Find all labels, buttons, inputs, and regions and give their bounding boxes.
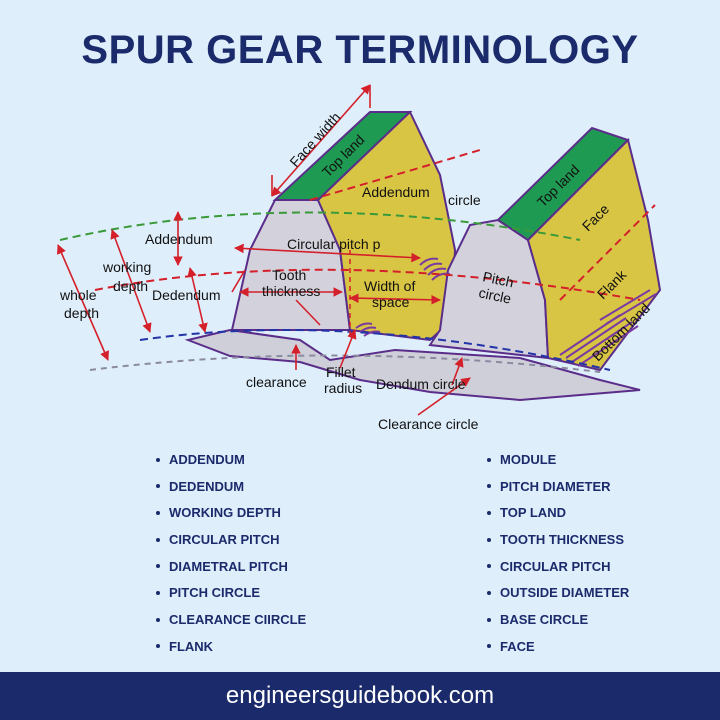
term-text: BASE CIRCLE (500, 612, 589, 628)
bullet-icon (156, 457, 160, 462)
dendum-circle-label: Dendum circle (376, 376, 466, 392)
term-text: WORKING DEPTH (169, 505, 281, 521)
clearance-circle-line (89, 354, 601, 373)
extra-red-dash-2 (559, 204, 656, 301)
addendum-circle-label: Addendum (362, 184, 430, 200)
bullet-icon (156, 484, 160, 489)
dedendum-label: Dedendum (152, 287, 221, 303)
whole-label: whole (59, 287, 97, 303)
term-item: CIRCULAR PITCH (487, 559, 629, 586)
terms-list-right: MODULE PITCH DIAMETER TOP LAND TOOTH THI… (487, 452, 629, 666)
term-item: PITCH CIRCLE (156, 585, 306, 612)
bullet-icon (487, 537, 491, 542)
fillet-label: Fillet (326, 364, 356, 380)
term-item: DEDENDUM (156, 479, 306, 506)
addendum-label: Addendum (145, 231, 213, 247)
bullet-icon (156, 564, 160, 569)
working-depth-label: depth (113, 278, 148, 294)
circle-label: circle (448, 192, 481, 208)
clearance-circle-label: Clearance circle (378, 416, 479, 432)
whole-depth-label: depth (64, 305, 99, 321)
width-of-label: Width of (364, 278, 415, 294)
term-text: FACE (500, 638, 535, 654)
working-label: working (102, 259, 151, 275)
footer-website: engineersguidebook.com (225, 682, 495, 709)
circular-pitch-label: Circular pitch p (287, 236, 381, 252)
gear-base (184, 328, 641, 402)
pitch-label: Pitch (481, 268, 515, 290)
bullet-icon (487, 591, 491, 595)
term-item: WORKING DEPTH (156, 505, 306, 532)
bullet-icon (156, 510, 160, 515)
bullet-icon (156, 591, 160, 595)
dedendum-circle-line (139, 329, 611, 371)
term-text: DEDENDUM (169, 478, 245, 494)
terms-list-left: ADDENDUM DEDENDUM WORKING DEPTH CIRCULAR… (156, 452, 306, 666)
bullet-icon (156, 537, 160, 542)
term-item: PITCH DIAMETER (487, 479, 629, 506)
term-item: MODULE (487, 452, 629, 479)
bullet-icon (487, 510, 491, 515)
term-text: FLANK (169, 638, 214, 654)
term-text: MODULE (500, 452, 557, 467)
term-text: CLEARANCE CIIRCLE (169, 612, 307, 628)
term-text: CIRCULAR PITCH (169, 532, 280, 548)
bullet-icon (487, 644, 491, 649)
pitch-circle-label: circle (477, 284, 512, 306)
term-item: CIRCULAR PITCH (156, 532, 306, 559)
term-item: FLANK (156, 639, 306, 666)
term-text: TOP LAND (500, 505, 566, 521)
bullet-icon (156, 644, 160, 649)
term-text: DIAMETRAL PITCH (169, 558, 288, 574)
term-text: ADDENDUM (169, 452, 245, 467)
clearance-label: clearance (246, 374, 307, 390)
term-text: CIRCULAR PITCH (500, 558, 611, 574)
addendum-circle-line (59, 211, 581, 241)
term-item: DIAMETRAL PITCH (156, 559, 306, 586)
thickness-label: thickness (262, 283, 320, 299)
bullet-icon (487, 617, 491, 622)
space-label: space (372, 294, 410, 310)
term-item: OUTSIDE DIAMETER (487, 585, 629, 612)
bullet-icon (156, 617, 160, 622)
term-text: TOOTH THICKNESS (500, 532, 624, 548)
footer-bar: engineersguidebook.com (0, 672, 720, 720)
term-item: TOP LAND (487, 505, 629, 532)
page-title: SPUR GEAR TERMINOLOGY (81, 28, 639, 72)
pitch-circle-line (94, 268, 641, 301)
term-text: PITCH DIAMETER (500, 478, 611, 494)
fillet-hatching (355, 257, 657, 367)
spur-gear-diagram: Face width Top land Top land Addendum ci… (57, 84, 662, 432)
term-item: ADDENDUM (156, 452, 306, 479)
tooth-label: Tooth (272, 267, 306, 283)
term-text: OUTSIDE DIAMETER (500, 585, 630, 601)
bullet-icon (487, 564, 491, 569)
radius-label: radius (324, 380, 362, 396)
term-item: CLEARANCE CIIRCLE (156, 612, 306, 639)
dimension-arrows (57, 84, 471, 416)
term-item: BASE CIRCLE (487, 612, 629, 639)
term-item: FACE (487, 639, 629, 666)
term-item: TOOTH THICKNESS (487, 532, 629, 559)
bullet-icon (487, 484, 491, 489)
bullet-icon (487, 457, 491, 462)
term-text: PITCH CIRCLE (169, 585, 260, 601)
